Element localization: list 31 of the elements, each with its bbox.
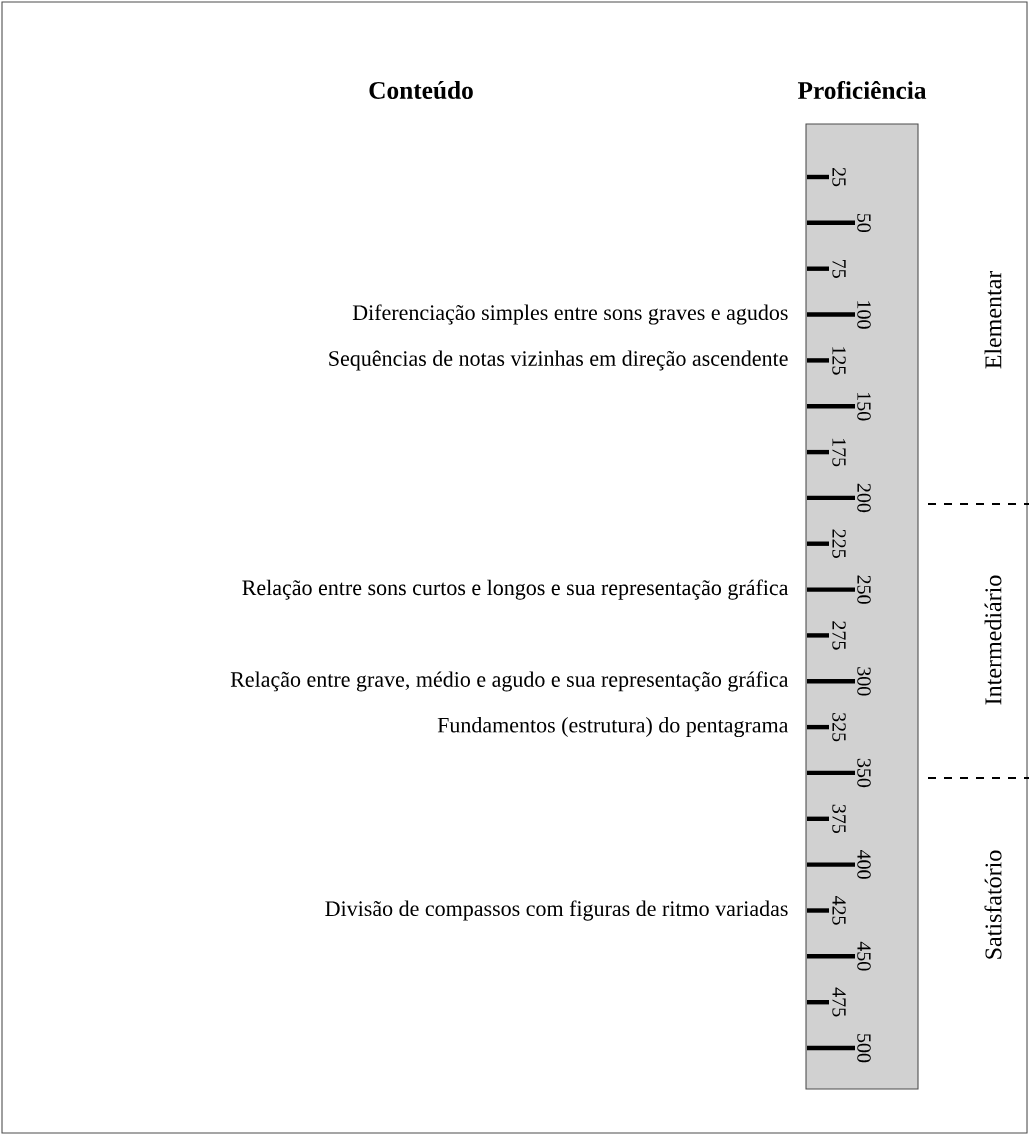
tick-label: 375 [832, 804, 846, 834]
tick-label: 300 [857, 667, 871, 696]
content-text: Relação entre grave, médio e agudo e sua representação gráfica [230, 671, 789, 692]
content-text: Divisão de compassos com figuras de ritmo variadas [325, 900, 788, 921]
tick-label: 125 [832, 347, 846, 375]
tick-label: 175 [832, 438, 846, 467]
content-text: Relação entre sons curtos e longos e sua representação gráfica [242, 579, 789, 600]
tick-label: 200 [857, 483, 871, 513]
level-label: Satisfatório [984, 850, 1002, 959]
tick-label: 425 [832, 895, 846, 925]
tick-label: 75 [832, 260, 846, 278]
level-label: Intermediário [984, 575, 1002, 705]
tick-label: 250 [857, 575, 871, 604]
column-heading: Proficiência [797, 80, 927, 100]
content-text: Diferenciação simples entre sons graves e agudos [352, 304, 788, 325]
content-text: Fundamentos (estrutura) do pentagrama [437, 717, 789, 738]
tick-label: 150 [857, 392, 871, 421]
content-text: Sequências de notas vizinhas em direção ascendente [329, 350, 788, 371]
tick-label: 25 [832, 167, 846, 187]
tick-label: 400 [857, 850, 871, 879]
level-label: Elementar [984, 270, 1002, 369]
tick-label: 100 [857, 301, 871, 329]
tick-label: 275 [832, 621, 846, 650]
tick-label: 50 [857, 214, 871, 233]
tick-label: 475 [832, 987, 846, 1017]
column-heading: Conteúdo [369, 81, 473, 99]
tick-label: 225 [832, 529, 846, 558]
tick-label: 500 [857, 1034, 871, 1063]
tick-label: 350 [857, 758, 871, 788]
tick-label: 450 [857, 941, 871, 971]
tick-label: 325 [832, 713, 846, 742]
